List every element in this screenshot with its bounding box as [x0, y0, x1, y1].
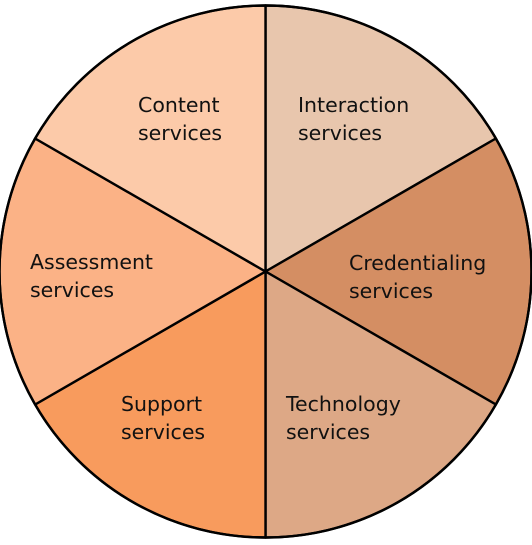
label-content: Content services [138, 93, 222, 145]
label-interaction: Interaction services [298, 93, 409, 145]
label-assessment-line-2: services [30, 278, 114, 302]
label-support-line-1: Support [121, 392, 202, 416]
label-credentialing-line-1: Credentialing [349, 251, 486, 275]
label-credentialing-line-2: services [349, 279, 433, 303]
label-support: Support services [121, 392, 205, 444]
label-credentialing: Credentialing services [349, 251, 486, 303]
label-technology: Technology services [285, 392, 401, 444]
label-assessment-line-1: Assessment [30, 250, 153, 274]
label-content-line-1: Content [138, 93, 220, 117]
label-interaction-line-1: Interaction [298, 93, 409, 117]
label-technology-line-2: services [286, 420, 370, 444]
label-assessment: Assessment services [30, 250, 153, 302]
label-interaction-line-2: services [298, 121, 382, 145]
label-technology-line-1: Technology [285, 392, 401, 416]
label-support-line-2: services [121, 420, 205, 444]
label-content-line-2: services [138, 121, 222, 145]
